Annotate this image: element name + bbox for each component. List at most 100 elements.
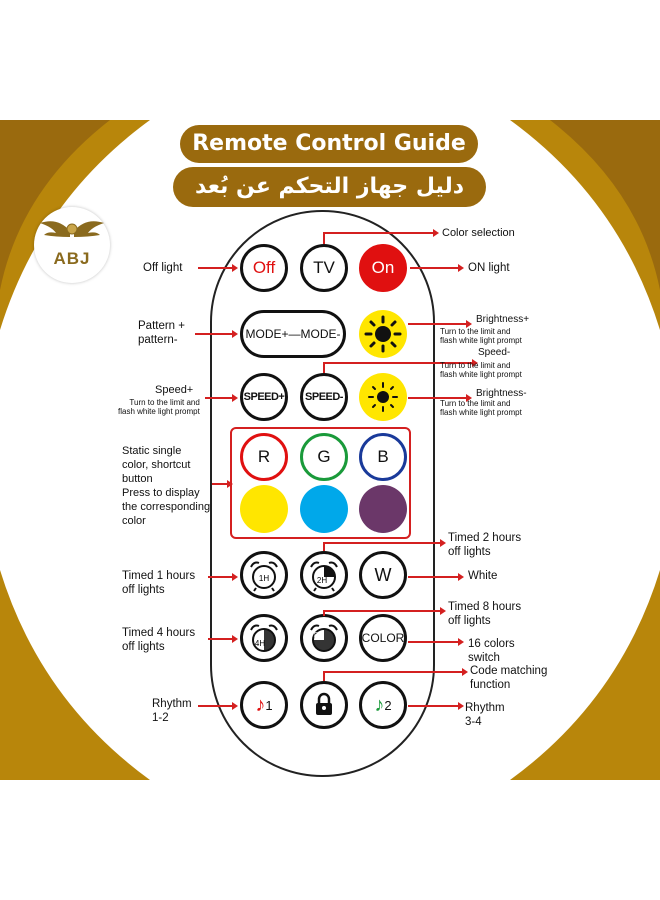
annotation-line xyxy=(323,671,463,673)
arrow-icon xyxy=(458,702,464,710)
arrow-icon xyxy=(232,635,238,643)
alarm-clock-icon: 2H xyxy=(310,561,338,592)
arrow-icon xyxy=(458,264,464,272)
note-brightness-plus: Turn to the limit and flash white light … xyxy=(440,327,522,345)
cyan-button[interactable] xyxy=(300,485,348,533)
annotation-line xyxy=(408,705,460,707)
brand-logo: ABJ xyxy=(34,207,110,283)
rhythm-2-label: 2 xyxy=(384,697,392,713)
arrow-icon xyxy=(472,359,478,367)
annotation-line xyxy=(323,542,325,551)
label-speed-minus: Speed- xyxy=(478,347,511,358)
annotation-line xyxy=(195,333,233,335)
annotation-line xyxy=(323,671,325,681)
off-button[interactable]: Off xyxy=(240,244,288,292)
arrow-icon xyxy=(232,573,238,581)
blue-button[interactable]: B xyxy=(359,433,407,481)
green-button[interactable]: G xyxy=(300,433,348,481)
page-subtitle: دليل جهاز التحكم عن بُعد xyxy=(173,167,486,207)
annotation-line xyxy=(323,610,325,616)
timer-4h-button[interactable]: 4H xyxy=(240,614,288,662)
wings-icon xyxy=(40,221,104,237)
annotation-line xyxy=(408,641,460,643)
timer-2h-text: 2H xyxy=(317,576,327,585)
annotation-line xyxy=(205,397,233,399)
logo-text: ABJ xyxy=(53,249,91,268)
annotation-line xyxy=(323,542,441,544)
note-speed-plus: Turn to the limit and flash white light … xyxy=(118,398,200,416)
annotation-line xyxy=(208,638,234,640)
label-brightness-minus: Brightness- xyxy=(476,388,527,399)
speed-minus-button[interactable]: SPEED- xyxy=(300,373,348,421)
brightness-plus-button[interactable] xyxy=(359,310,407,358)
annotation-line xyxy=(408,397,468,399)
red-button[interactable]: R xyxy=(240,433,288,481)
annotation-line xyxy=(208,576,234,578)
arrow-icon xyxy=(440,607,446,615)
label-timed-8h: Timed 8 hours off lights xyxy=(448,601,522,627)
annotation-line xyxy=(212,483,228,485)
arrow-icon xyxy=(232,394,238,402)
label-white: White xyxy=(468,570,498,582)
arrow-icon xyxy=(433,229,439,237)
white-button[interactable]: W xyxy=(359,551,407,599)
label-on-light: ON light xyxy=(468,262,510,274)
lock-icon xyxy=(316,692,332,715)
label-rhythm-3-4: Rhythm 3-4 xyxy=(465,702,505,728)
label-timed-4h: Timed 4 hours off lights xyxy=(122,627,196,653)
annotation-line xyxy=(198,705,234,707)
label-static-color: Static single color, shortcut button Pre… xyxy=(122,445,211,527)
timer-1h-button[interactable]: 1H xyxy=(240,551,288,599)
arrow-icon xyxy=(232,702,238,710)
label-pattern: Pattern + pattern- xyxy=(138,320,185,346)
label-rhythm-1-2: Rhythm 1-2 xyxy=(152,698,192,724)
note-speed-minus: Turn to the limit and flash white light … xyxy=(440,361,522,379)
tv-button[interactable]: TV xyxy=(300,244,348,292)
arrow-icon xyxy=(466,320,472,328)
rhythm-3-4-button[interactable]: ♪2 xyxy=(359,681,407,729)
label-off-light: Off light xyxy=(143,262,183,274)
mode-button[interactable]: MODE+—MODE- xyxy=(240,310,346,358)
label-speed-plus: Speed+ xyxy=(155,384,194,396)
speed-plus-button[interactable]: SPEED+ xyxy=(240,373,288,421)
annotation-line xyxy=(198,267,234,269)
annotation-line xyxy=(408,576,460,578)
label-timed-2h: Timed 2 hours off lights xyxy=(448,532,522,558)
brightness-minus-button[interactable] xyxy=(359,373,407,421)
annotation-line xyxy=(323,232,433,234)
annotation-line xyxy=(410,267,460,269)
rhythm-1-2-button[interactable]: ♪1 xyxy=(240,681,288,729)
arrow-icon xyxy=(458,573,464,581)
yellow-button[interactable] xyxy=(240,485,288,533)
alarm-clock-icon: 8H xyxy=(310,624,338,652)
arrow-icon xyxy=(440,539,446,547)
music-note-icon: ♪ xyxy=(374,693,385,716)
rhythm-1-label: 1 xyxy=(265,697,273,713)
label-code-matching: Code matching function xyxy=(470,665,548,691)
annotation-line xyxy=(323,362,325,373)
sun-small-icon xyxy=(368,382,398,412)
on-button[interactable]: On xyxy=(359,244,407,292)
annotation-line xyxy=(323,610,441,612)
arrow-icon xyxy=(466,394,472,402)
arrow-icon xyxy=(458,638,464,646)
timer-8h-text: 8H xyxy=(314,631,324,640)
label-timed-1h: Timed 1 hours off lights xyxy=(122,570,196,596)
alarm-clock-icon: 4H xyxy=(250,624,278,652)
note-brightness-minus: Turn to the limit and flash white light … xyxy=(440,399,522,417)
annotation-line xyxy=(408,323,468,325)
timer-4h-text: 4H xyxy=(255,639,265,648)
arrow-icon xyxy=(227,480,233,488)
arrow-icon xyxy=(232,330,238,338)
annotation-line xyxy=(323,232,325,244)
timer-8h-button[interactable]: 8H xyxy=(300,614,348,662)
color-button[interactable]: COLOR xyxy=(359,614,407,662)
label-color-selection: Color selection xyxy=(442,227,515,239)
label-16-colors: 16 colors switch xyxy=(468,638,515,664)
page-title: Remote Control Guide xyxy=(180,125,478,163)
arrow-icon xyxy=(462,668,468,676)
code-match-button[interactable] xyxy=(300,681,348,729)
alarm-clock-icon: 1H xyxy=(250,561,278,592)
timer-2h-button[interactable]: 2H xyxy=(300,551,348,599)
purple-button[interactable] xyxy=(359,485,407,533)
